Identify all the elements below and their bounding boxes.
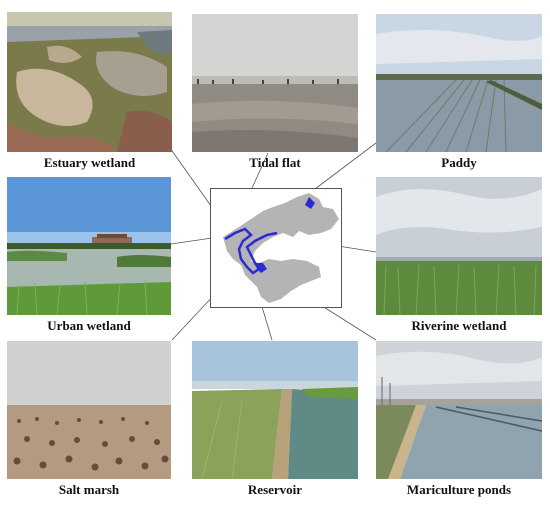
riverine-wetland-photo xyxy=(376,177,542,315)
study-area-wetland xyxy=(224,227,278,275)
reservoir-caption: Reservoir xyxy=(247,482,303,497)
paddy-photo xyxy=(376,14,542,152)
reservoir-photo xyxy=(192,341,358,479)
tidal-flat-caption: Tidal flat xyxy=(249,155,301,170)
salt-marsh-caption: Salt marsh xyxy=(58,482,120,497)
estuary-wetland-photo xyxy=(7,12,172,152)
urban-wetland-photo xyxy=(7,177,171,315)
mariculture-ponds-photo xyxy=(376,341,542,479)
salt-marsh-photo xyxy=(7,341,171,479)
estuary-wetland-caption: Estuary wetland xyxy=(43,155,136,170)
tidal-flat-photo xyxy=(192,14,358,152)
riverine-wetland-caption: Riverine wetland xyxy=(411,318,507,333)
mariculture-ponds-caption: Mariculture ponds xyxy=(406,482,512,497)
urban-wetland-caption: Urban wetland xyxy=(47,318,131,333)
study-area-map xyxy=(210,188,342,308)
paddy-caption: Paddy xyxy=(441,155,477,170)
study-area-land xyxy=(223,193,339,303)
